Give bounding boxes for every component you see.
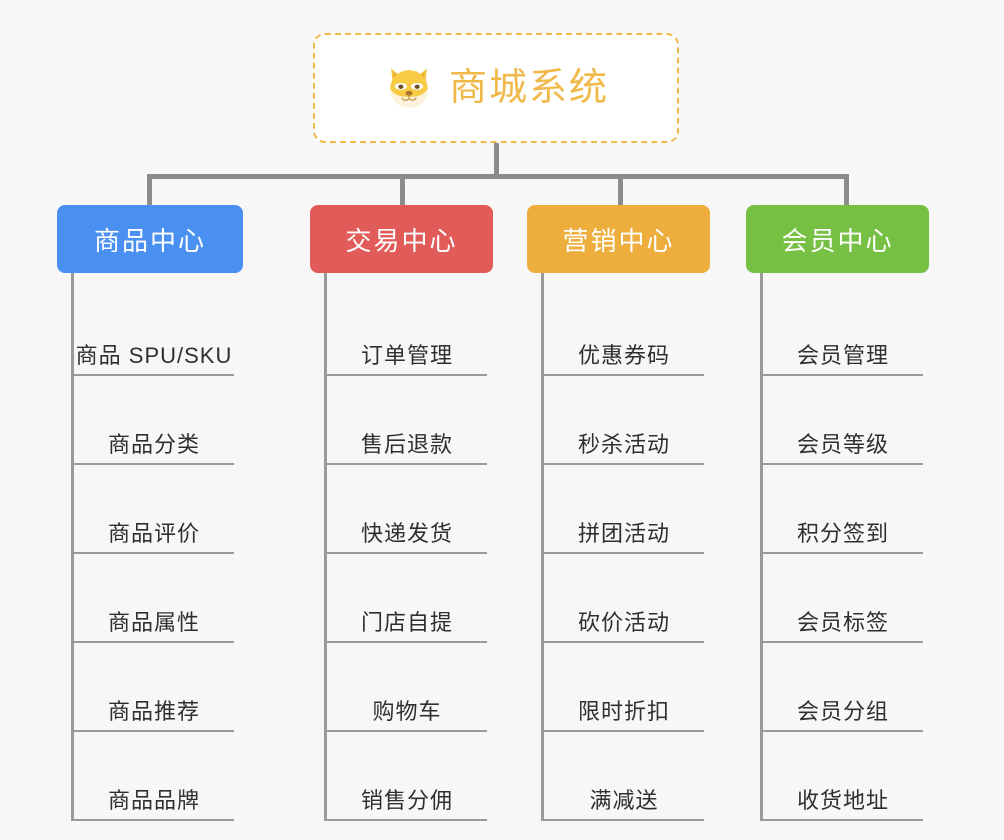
list-item[interactable]: 限时折扣: [544, 643, 704, 732]
category-header-label: 商品中心: [93, 225, 206, 256]
leaf-label: 门店自提: [360, 610, 453, 635]
list-item[interactable]: 订单管理: [327, 287, 487, 376]
list-item[interactable]: 门店自提: [327, 554, 487, 643]
connector-drop-3: [618, 174, 623, 206]
leaf-label: 快递发货: [360, 521, 453, 546]
leaf-label: 订单管理: [360, 343, 453, 368]
list-item[interactable]: 商品属性: [74, 554, 234, 643]
leaf-label: 商品分类: [107, 432, 200, 457]
leaf-label: 商品推荐: [107, 699, 200, 724]
category-header-label: 交易中心: [345, 225, 458, 256]
list-item[interactable]: 商品评价: [74, 465, 234, 554]
leaf-label: 砍价活动: [577, 610, 670, 635]
list-item[interactable]: 收货地址: [763, 732, 923, 821]
list-item[interactable]: 砍价活动: [544, 554, 704, 643]
category-column-marketing: 营销中心 优惠券码 秒杀活动 拼团活动 砍价活动 限时折扣 满减送: [527, 205, 710, 821]
list-item[interactable]: 商品品牌: [74, 732, 234, 821]
leaf-label: 积分签到: [796, 521, 889, 546]
list-item[interactable]: 商品分类: [74, 376, 234, 465]
connector-drop-4: [844, 174, 849, 206]
list-item[interactable]: 销售分佣: [327, 732, 487, 821]
list-item[interactable]: 会员标签: [763, 554, 923, 643]
root-node-shop-system[interactable]: 商城系统: [313, 33, 679, 143]
list-item[interactable]: 购物车: [327, 643, 487, 732]
leaf-label: 限时折扣: [577, 699, 670, 724]
list-item[interactable]: 积分签到: [763, 465, 923, 554]
leaf-list-trade: 订单管理 售后退款 快递发货 门店自提 购物车 销售分佣: [324, 273, 493, 821]
leaf-label: 会员标签: [796, 610, 889, 635]
category-header-product[interactable]: 商品中心: [57, 205, 243, 273]
leaf-label: 商品评价: [107, 521, 200, 546]
category-header-label: 会员中心: [781, 225, 894, 256]
list-item[interactable]: 商品 SPU/SKU: [74, 287, 234, 376]
leaf-label: 收货地址: [796, 788, 889, 813]
leaf-label: 优惠券码: [577, 343, 670, 368]
category-column-product: 商品中心 商品 SPU/SKU 商品分类 商品评价 商品属性 商品推荐 商品品牌: [57, 205, 243, 821]
shiba-dog-face-icon: [383, 62, 435, 114]
leaf-label: 秒杀活动: [577, 432, 670, 457]
list-item[interactable]: 拼团活动: [544, 465, 704, 554]
leaf-label: 售后退款: [360, 432, 453, 457]
leaf-label: 销售分佣: [360, 788, 453, 813]
connector-root-stem: [494, 143, 499, 178]
root-node-title: 商城系统: [448, 67, 609, 109]
leaf-label: 会员分组: [796, 699, 889, 724]
list-item[interactable]: 会员等级: [763, 376, 923, 465]
leaf-label: 购物车: [372, 699, 442, 724]
list-item[interactable]: 商品推荐: [74, 643, 234, 732]
category-header-trade[interactable]: 交易中心: [310, 205, 493, 273]
list-item[interactable]: 会员管理: [763, 287, 923, 376]
leaf-label: 商品品牌: [107, 788, 200, 813]
list-item[interactable]: 快递发货: [327, 465, 487, 554]
leaf-list-product: 商品 SPU/SKU 商品分类 商品评价 商品属性 商品推荐 商品品牌: [71, 273, 243, 821]
list-item[interactable]: 售后退款: [327, 376, 487, 465]
leaf-label: 满减送: [589, 788, 659, 813]
category-column-member: 会员中心 会员管理 会员等级 积分签到 会员标签 会员分组 收货地址: [746, 205, 929, 821]
list-item[interactable]: 满减送: [544, 732, 704, 821]
leaf-label: 会员等级: [796, 432, 889, 457]
category-header-member[interactable]: 会员中心: [746, 205, 929, 273]
leaf-label: 会员管理: [796, 343, 889, 368]
leaf-label: 商品 SPU/SKU: [75, 343, 233, 368]
leaf-label: 拼团活动: [577, 521, 670, 546]
category-column-trade: 交易中心 订单管理 售后退款 快递发货 门店自提 购物车 销售分佣: [310, 205, 493, 821]
category-header-label: 营销中心: [562, 225, 675, 256]
leaf-label: 商品属性: [107, 610, 200, 635]
leaf-list-member: 会员管理 会员等级 积分签到 会员标签 会员分组 收货地址: [760, 273, 929, 821]
list-item[interactable]: 会员分组: [763, 643, 923, 732]
connector-drop-1: [147, 174, 152, 206]
connector-horizontal-bus: [149, 174, 849, 179]
connector-drop-2: [400, 174, 405, 206]
list-item[interactable]: 优惠券码: [544, 287, 704, 376]
list-item[interactable]: 秒杀活动: [544, 376, 704, 465]
category-header-marketing[interactable]: 营销中心: [527, 205, 710, 273]
leaf-list-marketing: 优惠券码 秒杀活动 拼团活动 砍价活动 限时折扣 满减送: [541, 273, 710, 821]
